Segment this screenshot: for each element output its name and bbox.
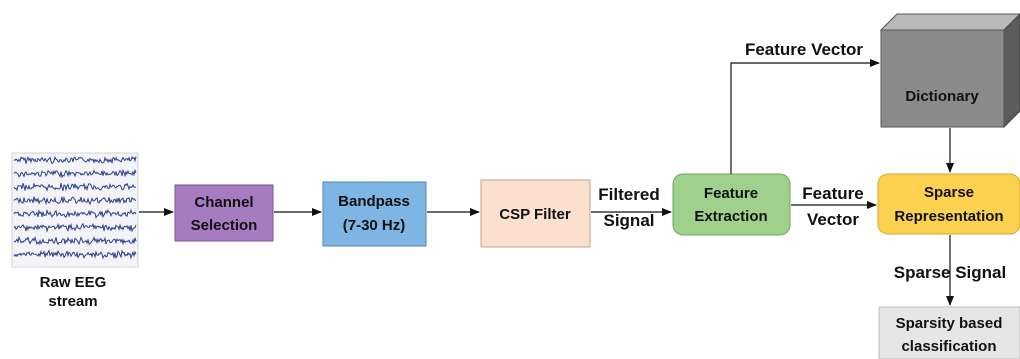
feature-vector-right-line2: Vector (807, 210, 859, 229)
feature-vector-right-line1: Feature (802, 184, 863, 203)
dictionary-box (879, 13, 1020, 129)
channel-selection-line1: Channel (194, 194, 253, 211)
raw-eeg-image (11, 152, 139, 268)
bandpass-line1: Bandpass (338, 193, 410, 210)
sparse-representation-line1: Sparse (924, 184, 974, 201)
channel-selection-line2: Selection (191, 217, 258, 234)
dictionary-label: Dictionary (905, 88, 979, 105)
feature-extraction-box (672, 173, 791, 236)
sparsity-classification-box (878, 306, 1020, 359)
csp-filter-box (480, 179, 591, 248)
arrow-feature-to-dictionary (730, 59, 880, 174)
filtered-signal-label-line2: Signal (603, 211, 654, 230)
raw-eeg-label-line1: Raw EEG (40, 274, 107, 291)
sparse-representation-box (877, 173, 1020, 235)
feature-extraction-line1: Feature (704, 185, 758, 202)
eeg-trace (13, 235, 137, 246)
csp-filter-label: CSP Filter (499, 206, 571, 223)
bandpass-line2: (7-30 Hz) (343, 217, 406, 234)
channel-selection-box (174, 184, 274, 242)
eeg-trace (13, 249, 137, 260)
feature-vector-top-label: Feature Vector (745, 40, 863, 59)
filtered-signal-label-line1: Filtered (598, 185, 659, 204)
feature-extraction-line2: Extraction (694, 208, 767, 225)
sparsity-classification-line1: Sparsity based (896, 315, 1003, 332)
eeg-traces (13, 155, 137, 260)
eeg-trace (13, 182, 137, 192)
eeg-trace (13, 168, 137, 179)
raw-eeg-label-line2: stream (48, 293, 97, 310)
eeg-trace (13, 195, 137, 206)
eeg-trace (13, 222, 137, 233)
bandpass-box (322, 181, 427, 247)
eeg-trace (13, 208, 137, 219)
sparse-representation-line2: Representation (894, 208, 1003, 225)
sparsity-classification-line2: classification (901, 338, 996, 355)
eeg-trace (13, 155, 137, 165)
